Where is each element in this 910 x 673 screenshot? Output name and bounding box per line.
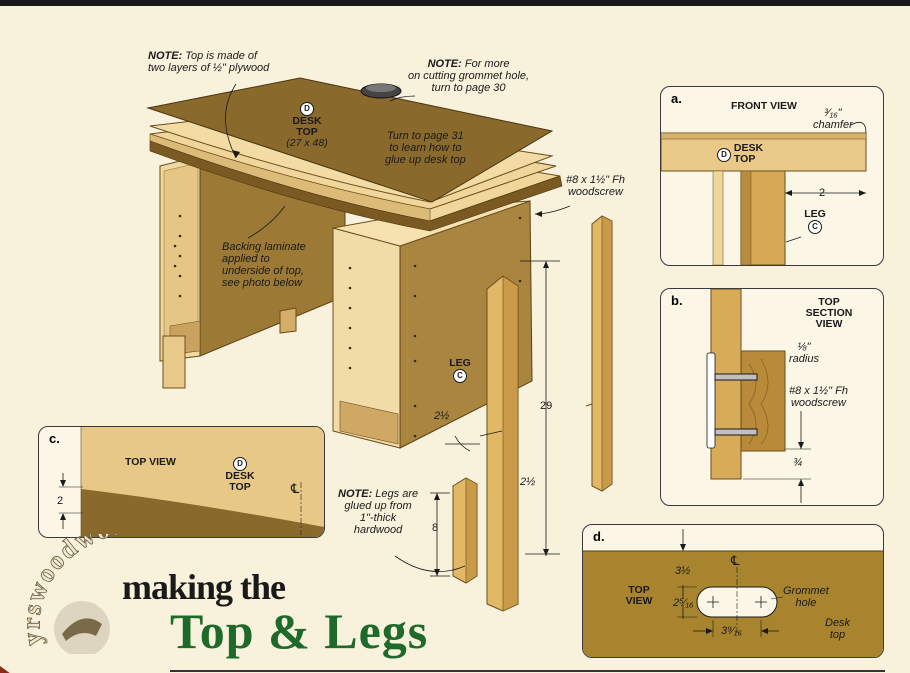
detail-d-centerline: ℄	[731, 553, 740, 568]
dim-2-half-b: 2½	[520, 476, 536, 488]
note-top-callout: NOTE: Top is made of two layers of ½" pl…	[148, 50, 270, 74]
note-legs-callout: NOTE: Legs are glued up from 1"-thick ha…	[338, 488, 419, 536]
detail-a-letter: a.	[671, 91, 682, 106]
leg-marker: C	[453, 369, 467, 383]
legs	[452, 215, 613, 612]
title-line1: making the	[122, 567, 286, 607]
detail-c-desk-top-tag: D DESK TOP	[225, 457, 255, 493]
detail-c-top-view: c. TOP VIEW D DESK TOP ℄ 2	[38, 426, 325, 538]
detail-d-dim-3-9-16: 3⁹⁄₁₆	[721, 625, 742, 637]
radius-callout: ⅛"radius	[789, 341, 819, 365]
detail-c-dim-2: 2	[57, 495, 64, 507]
detail-a-leg-tag: LEG C	[803, 209, 827, 234]
dim-29: 29	[540, 400, 553, 412]
title-line2: Top & Legs	[170, 603, 429, 659]
left-cabinet	[159, 155, 346, 389]
dim-2-half-a: 2½	[434, 410, 450, 422]
leader-lines	[225, 83, 571, 577]
corner-accent	[0, 666, 10, 673]
detail-c-centerline: ℄	[291, 481, 300, 496]
detail-d-dim-3-half: 3½	[675, 565, 691, 577]
watermark-logo: yrswoodworker	[22, 534, 172, 654]
leg-tag: LEG C	[447, 358, 473, 383]
woodscrew-callout: #8 x 1½" Fh woodscrew	[566, 174, 625, 198]
detail-b-drawing	[706, 289, 811, 503]
detail-d-drawing	[583, 529, 883, 657]
chamfer-callout: ³⁄₁₆"chamfer	[813, 107, 853, 131]
turn-to-page-callout: Turn to page 31 to learn how to glue up …	[385, 130, 466, 166]
dim-8: 8	[432, 522, 439, 534]
detail-c-title: TOP VIEW	[125, 456, 176, 468]
detail-d-letter: d.	[593, 529, 605, 544]
detail-a-drawing	[661, 121, 867, 265]
detail-b-dim-3-4: ¾	[793, 457, 803, 469]
desk-top-tag: D DESK TOP (27 x 48)	[286, 102, 328, 149]
bottom-rule	[170, 670, 885, 672]
detail-c-drawing	[59, 427, 324, 537]
detail-b-letter: b.	[671, 293, 683, 308]
desk-illustration	[146, 77, 613, 612]
desk-top	[146, 77, 563, 232]
backing-laminate-callout: Backing laminate applied to underside of…	[222, 241, 306, 289]
detail-a-dim-2: 2	[819, 187, 826, 199]
detail-d-dim-2-5-16: 2⁵⁄₁₆	[673, 597, 694, 609]
note-grommet-callout: NOTE: For more on cutting grommet hole, …	[408, 58, 530, 94]
detail-a-title: FRONT VIEW	[731, 100, 797, 112]
detail-c-letter: c.	[49, 431, 60, 446]
desk-top-marker: D	[300, 102, 314, 116]
